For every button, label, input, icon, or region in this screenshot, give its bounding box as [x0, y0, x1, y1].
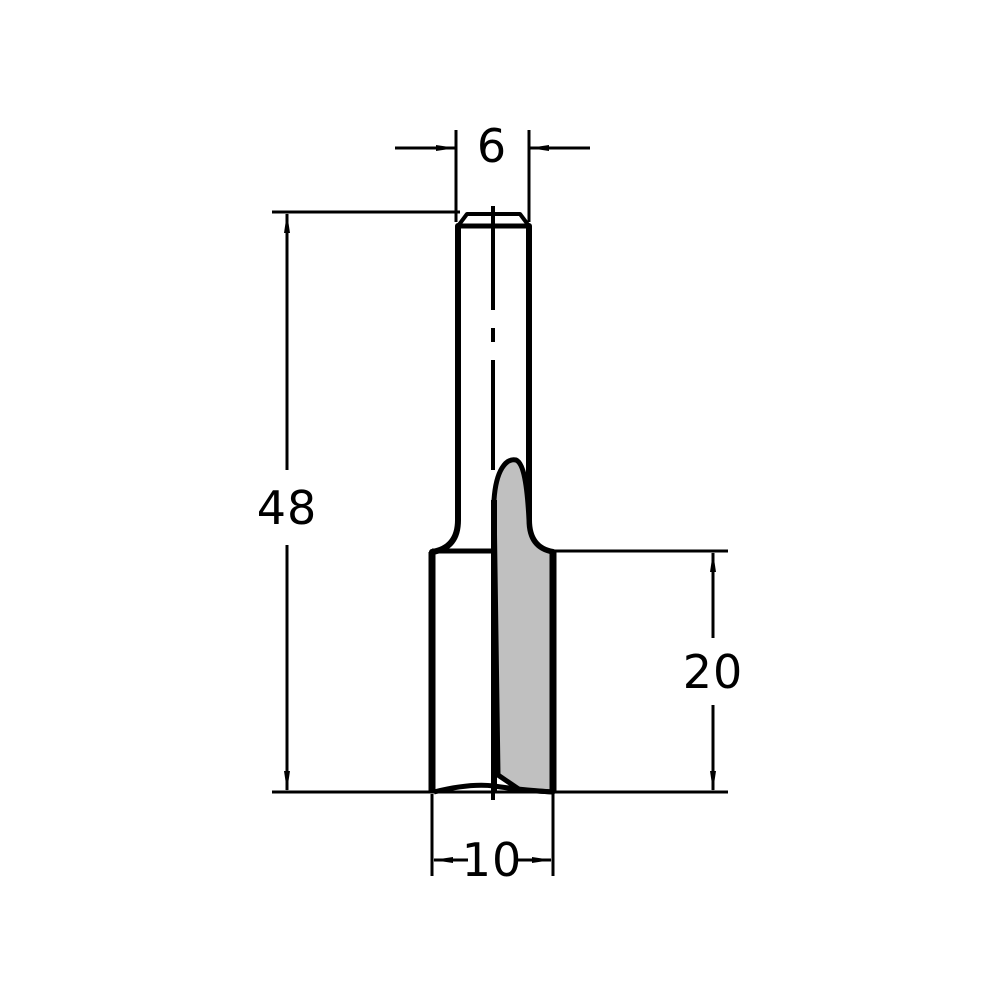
dimension-label-shank-diameter: 6: [477, 119, 507, 173]
cutter-body: [428, 457, 557, 795]
cutter-flute: [491, 457, 556, 795]
shank-right-side: [526, 223, 556, 555]
dimension-label-cutting-length: 20: [683, 645, 744, 699]
dimension-label-cutting-diameter: 10: [462, 833, 523, 887]
extension-lines: [272, 130, 728, 876]
shank-left-side: [429, 223, 461, 555]
dimension-label-total-length: 48: [257, 481, 318, 535]
